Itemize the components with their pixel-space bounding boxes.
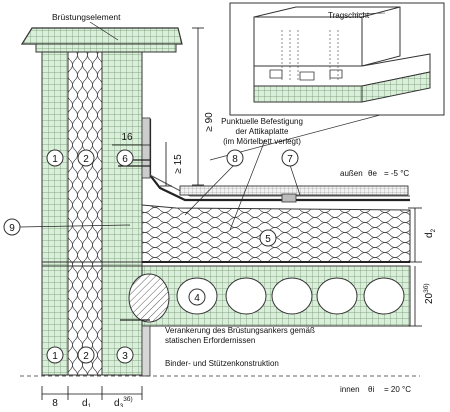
dim-top-height: ≥ 90 [204, 112, 215, 132]
inset-detail [229, 2, 445, 116]
label-inside-value: = 20 °C [384, 385, 411, 394]
marker-3: 3 [116, 346, 134, 364]
marker-5: 5 [259, 229, 277, 247]
label-frame-note: Binder- und Stützenkonstruktion [165, 359, 279, 368]
marker-1-bottom: 1 [46, 346, 64, 364]
svg-text:6: 6 [122, 154, 128, 165]
label-inside-symbol: θi [368, 385, 374, 394]
label-support-layer: Tragschicht [328, 11, 370, 20]
label-fixing-1: Punktuelle Befestigung [221, 117, 303, 126]
svg-text:1: 1 [52, 351, 58, 362]
marker-6: 6 [116, 149, 134, 167]
dim-parapet-gap: 16 [121, 132, 133, 143]
marker-8: 8 [226, 149, 244, 167]
dim-overlap: ≥ 15 [173, 154, 184, 174]
label-parapet-element: Brüstungselement [52, 12, 121, 22]
leader-lines [19, 21, 301, 231]
parapet-cap [20, 27, 183, 53]
svg-text:5: 5 [265, 234, 271, 245]
svg-text:8: 8 [232, 154, 238, 165]
label-anchor-note-2: statischen Erfordernissen [165, 336, 255, 345]
parapet-wall [41, 49, 143, 376]
dim-bottom-b: d1 [82, 398, 92, 407]
label-outside-symbol: θe [368, 169, 377, 178]
svg-text:3: 3 [122, 351, 128, 362]
label-outside-value: = -5 °C [384, 169, 409, 178]
flashing [141, 117, 410, 202]
marker-1-top: 1 [46, 149, 64, 167]
support-column [141, 325, 151, 377]
label-outside: außen [340, 169, 363, 178]
label-inside: innen [340, 385, 360, 394]
svg-text:1: 1 [52, 154, 58, 165]
label-fixing-3: (im Mörtelbett verlegt) [223, 137, 301, 146]
dimension-lines [41, 27, 422, 400]
dim-d2: d2 [424, 228, 437, 238]
dim-slab: 203б) [422, 283, 435, 304]
svg-text:4: 4 [194, 293, 200, 304]
svg-text:2: 2 [83, 154, 89, 165]
label-anchor-note-1: Verankerung des Brüstungsankers gemäß [165, 326, 315, 335]
hollow-core-slab [128, 265, 411, 327]
marker-4: 4 [188, 288, 206, 306]
marker-7: 7 [281, 149, 299, 167]
marker-9: 9 [3, 218, 21, 236]
label-fixing-2: der Attikaplatte [236, 127, 289, 136]
paving-slab [179, 185, 409, 203]
svg-text:7: 7 [287, 154, 293, 165]
marker-2-bottom: 2 [77, 346, 95, 364]
marker-2-top: 2 [77, 149, 95, 167]
roof-insulation [141, 204, 411, 263]
dim-bottom-c: d33б) [114, 395, 133, 407]
svg-text:9: 9 [9, 223, 15, 234]
dim-bottom-a: 8 [52, 398, 58, 407]
svg-text:2: 2 [83, 351, 89, 362]
